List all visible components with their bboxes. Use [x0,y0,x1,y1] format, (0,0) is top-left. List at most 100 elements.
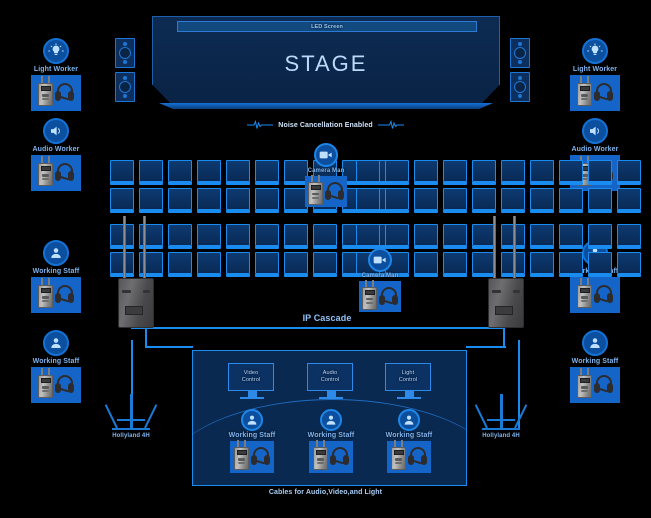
audience-seat [384,224,409,249]
audience-seat [312,252,337,277]
cable-left-drop [145,327,147,348]
booth-staff-3[interactable]: Working Staff [379,409,439,473]
beltpack-icon [38,278,53,308]
headset-icon [55,83,74,103]
booth-staff-label: Working Staff [228,432,276,439]
stage-apron [158,103,494,109]
cables-caption: Cables for Audio,Video,and Light [268,489,383,496]
beltpack-icon [38,368,53,398]
audience-seat [254,188,279,213]
noise-cancellation-indicator: Noise Cancellation Enabled [0,120,651,130]
audience-seat [167,160,192,185]
monitor-video-control[interactable]: Video Control [228,363,276,400]
led-screen: LED Screen [177,21,477,32]
booth-staff-1[interactable]: Working Staff [222,409,282,473]
headset-icon [408,447,427,467]
audience-seat [225,252,250,277]
audience-seat [529,160,554,185]
speaker-icon [115,38,135,68]
cameraman-2[interactable]: Camera Man [356,248,404,312]
audience-seat [413,188,438,213]
headset-icon [55,285,74,305]
audience-seat [167,224,192,249]
booth-staff-2[interactable]: Working Staff [301,409,361,473]
stage-title: STAGE [284,51,368,76]
monitor-audio-control[interactable]: Audio Control [307,363,355,400]
beltpack-icon [577,76,592,106]
role-working-staff-left-2[interactable]: Working Staff [24,330,88,403]
cameraman-label: Camera Man [361,273,399,279]
audience-seat [587,160,612,185]
gear-kit [309,440,353,473]
antenna-tripod-left [104,394,158,430]
speaker-icon [115,72,135,102]
audience-seat [225,160,250,185]
speaker-stack-right [510,38,530,102]
audience-seat [558,224,583,249]
headset-icon [55,375,74,395]
speaker-icon [510,72,530,102]
role-working-staff-left-1[interactable]: Working Staff [24,240,88,313]
audience-seat [616,224,641,249]
beltpack-icon [391,440,406,470]
headset-icon [330,447,349,467]
audience-seat [196,224,221,249]
audience-seat [138,160,163,185]
audience-seat [109,224,134,249]
booth-staff-label: Working Staff [385,432,433,439]
noise-cancellation-label: Noise Cancellation Enabled [278,121,373,129]
monitor-screen: Audio Control [307,363,353,391]
monitor-light-control[interactable]: Light Control [385,363,433,400]
role-light-worker-left[interactable]: Light Worker [24,38,88,111]
audience-seat [384,188,409,213]
audience-seat [558,188,583,213]
gear-kit [570,367,620,403]
audience-seat [254,160,279,185]
monitor-label-line2: Control [320,377,340,383]
base-station-left[interactable] [118,216,154,328]
gear-kit [305,174,347,207]
audience-seat [109,252,134,277]
role-label: Light Worker [33,66,79,73]
base-station-body [488,278,524,328]
lightbulb-icon [43,38,69,64]
audience-seat [500,188,525,213]
led-screen-label: LED Screen [311,23,343,30]
antenna-mast [143,216,146,280]
port [122,290,131,293]
audience-seat [254,252,279,277]
audience-seat [167,188,192,213]
headset-icon [594,375,613,395]
role-audio-worker-left[interactable]: Audio Worker [24,118,88,191]
audience-seat [529,252,554,277]
port [492,290,501,293]
beltpack-icon [308,174,323,205]
cameraman-1[interactable]: Camera Man [302,143,350,207]
gear-kit [387,440,431,473]
role-label: Audio Worker [32,146,80,153]
role-light-worker-right[interactable]: Light Worker [563,38,627,111]
beltpack-icon [234,440,249,470]
cable-right-to-booth [466,346,506,348]
person-icon [582,330,608,356]
monitor-screen: Light Control [385,363,431,391]
audience-seat [442,252,467,277]
monitor-label-line1: Audio [322,370,338,377]
base-station-right[interactable] [488,216,524,328]
monitor-label-line1: Video [243,370,259,377]
stage-platform: LED Screen STAGE [152,16,500,106]
audience-seat [587,252,612,277]
cameraman-label: Camera Man [307,168,345,174]
audience-seat [471,188,496,213]
monitor-label-line2: Control [241,377,261,383]
audience-seat [529,224,554,249]
audience-seat [109,160,134,185]
person-icon [398,409,420,431]
audience-seat [587,188,612,213]
base-station-display [125,306,143,315]
audience-seat [558,160,583,185]
role-label: Working Staff [32,268,80,275]
audience-seat [616,160,641,185]
role-working-staff-right-2[interactable]: Working Staff [563,330,627,403]
